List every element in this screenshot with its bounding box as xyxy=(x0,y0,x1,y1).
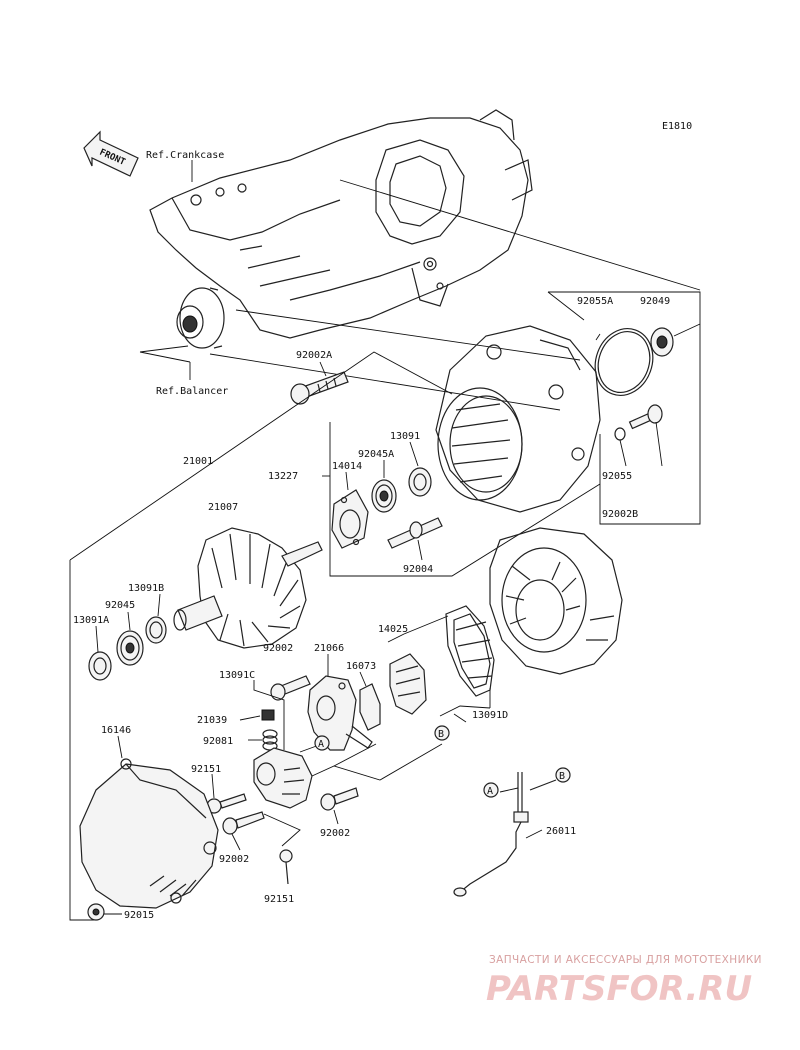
bolt-92002A xyxy=(290,371,349,405)
callout-16073-leader xyxy=(359,671,367,687)
callout-92151-bottom[interactable]: 92151 xyxy=(264,894,294,905)
svg-text:A: A xyxy=(318,739,324,750)
svg-text:A: A xyxy=(487,786,493,797)
callout-13091B-leader xyxy=(157,593,161,617)
stator-14025 xyxy=(445,605,495,697)
spring-92081 xyxy=(262,729,278,751)
callout-13091D[interactable]: 13091D xyxy=(472,710,508,721)
callout-13091-leader xyxy=(409,441,419,467)
bolt-92151-bottom xyxy=(279,849,293,885)
svg-text:B: B xyxy=(559,771,565,782)
alternator-rear-housing xyxy=(489,527,623,675)
retainer-14014 xyxy=(331,489,369,549)
ref-crankcase-label: Ref.Crankcase xyxy=(146,150,224,161)
alternator-front-housing xyxy=(435,325,601,513)
callout-14014-leader xyxy=(345,471,349,491)
connector-b-left[interactable]: B xyxy=(434,725,450,741)
brush-housing xyxy=(253,747,313,809)
callout-92151-top-leader xyxy=(211,773,215,799)
collar-13091B xyxy=(145,616,167,644)
bolt-92015 xyxy=(87,903,105,921)
brush-holder-21066 xyxy=(307,675,373,751)
bracket-right xyxy=(547,291,701,525)
brush-21039 xyxy=(261,709,275,721)
bearing-92049 xyxy=(650,323,701,357)
bolt-92002-right xyxy=(320,787,359,811)
crankcase-drawing xyxy=(149,109,533,339)
callout-92045A[interactable]: 92045A xyxy=(358,449,394,460)
bolt-92151-top xyxy=(206,793,247,814)
rectifier-16073 xyxy=(359,683,381,731)
callout-92049[interactable]: 92049 xyxy=(640,296,670,307)
bolt-92002-left xyxy=(222,811,265,835)
callout-16073[interactable]: 16073 xyxy=(346,661,376,672)
callout-92002-right[interactable]: 92002 xyxy=(320,828,350,839)
ref-balancer-label: Ref.Balancer xyxy=(156,386,228,397)
bearing-92045A xyxy=(371,479,397,513)
connector-a-right[interactable]: A xyxy=(483,782,499,798)
callout-21039-leader xyxy=(239,715,261,721)
callout-21066[interactable]: 21066 xyxy=(314,643,344,654)
callout-13091A-leader xyxy=(95,625,99,653)
callout-92055A[interactable]: 92055A xyxy=(577,296,613,307)
bolt-leaders xyxy=(619,421,663,467)
callout-13091[interactable]: 13091 xyxy=(390,431,420,442)
regulator-block xyxy=(389,653,427,715)
callout-26011[interactable]: 26011 xyxy=(546,826,576,837)
callout-21001[interactable]: 21001 xyxy=(183,456,213,467)
callout-16146-leader xyxy=(117,735,123,759)
callout-13091C-leader xyxy=(253,680,285,750)
rotor-21007 xyxy=(173,527,323,649)
callout-13091A[interactable]: 13091A xyxy=(73,615,109,626)
callout-92081[interactable]: 92081 xyxy=(203,736,233,747)
callout-92055[interactable]: 92055 xyxy=(602,471,632,482)
callout-14014[interactable]: 14014 xyxy=(332,461,362,472)
callout-92045[interactable]: 92045 xyxy=(105,600,135,611)
cover-16146 xyxy=(79,758,219,909)
callout-13091C[interactable]: 13091C xyxy=(219,670,255,681)
callout-13227[interactable]: 13227 xyxy=(268,471,298,482)
svg-text:B: B xyxy=(438,729,444,740)
callout-92045-leader xyxy=(127,611,131,631)
bracket-21001 xyxy=(69,351,601,921)
front-arrow-icon: FRONT xyxy=(83,130,139,177)
watermark-subtitle: ЗАПЧАСТИ И АКСЕССУАРЫ ДЛЯ МОТОТЕХНИКИ xyxy=(489,954,762,966)
callout-16146[interactable]: 16146 xyxy=(101,725,131,736)
callout-13091B[interactable]: 13091B xyxy=(128,583,164,594)
callout-13091D-leader xyxy=(439,688,491,723)
collar-13091A xyxy=(88,651,112,681)
balancer-drawing xyxy=(176,287,225,349)
callout-14025[interactable]: 14025 xyxy=(378,624,408,635)
callout-92151-top[interactable]: 92151 xyxy=(191,764,221,775)
callout-21039[interactable]: 21039 xyxy=(197,715,227,726)
callout-92002-left[interactable]: 92002 xyxy=(219,854,249,865)
callout-26011-leader xyxy=(499,787,543,839)
connector-b-right[interactable]: B xyxy=(555,767,571,783)
callout-92002A[interactable]: 92002A xyxy=(296,350,332,361)
callout-92002-left-leader xyxy=(231,813,301,851)
callout-14025-leader xyxy=(387,615,449,643)
watermark-brand: PARTSFOR.RU xyxy=(486,969,752,1009)
callout-92015[interactable]: 92015 xyxy=(124,910,154,921)
callout-92004[interactable]: 92004 xyxy=(403,564,433,575)
balancer-leader xyxy=(139,345,191,380)
diagram-code: E1810 xyxy=(662,121,692,132)
bearing-92045 xyxy=(116,630,144,666)
callout-92002A-leader xyxy=(319,361,327,377)
callout-92004-leader xyxy=(417,539,423,561)
bolt-92002-top xyxy=(270,675,311,701)
collar-13091 xyxy=(408,467,432,497)
o-ring xyxy=(594,328,654,396)
callout-21007[interactable]: 21007 xyxy=(208,502,238,513)
bolt-92002B xyxy=(614,404,663,441)
connector-a-left[interactable]: A xyxy=(314,735,330,751)
callout-92002-top[interactable]: 92002 xyxy=(263,643,293,654)
callout-92002-right-leader xyxy=(333,809,339,825)
callout-92002B[interactable]: 92002B xyxy=(602,509,638,520)
harness-26011 xyxy=(453,772,557,897)
mating-lines xyxy=(209,179,701,411)
stud-92004 xyxy=(387,517,443,549)
